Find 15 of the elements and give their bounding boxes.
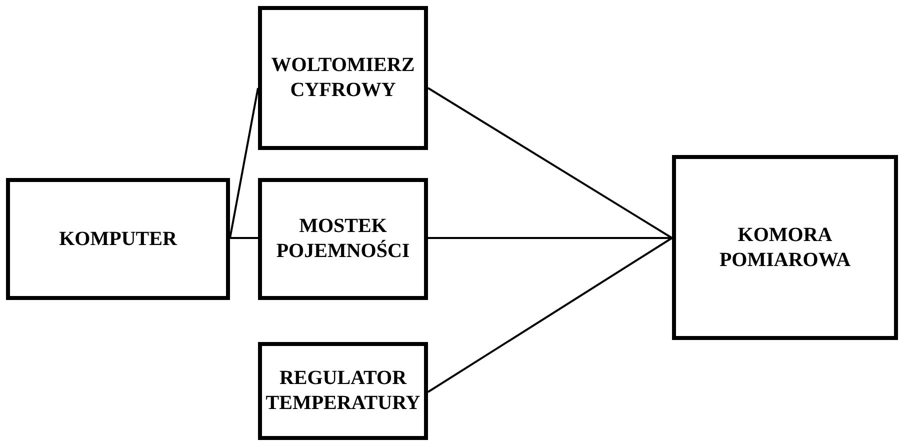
connector-line <box>427 87 673 239</box>
box-label: REGULATOR TEMPERATURY <box>264 366 422 416</box>
process-box <box>6 178 230 300</box>
process-box <box>258 342 428 440</box>
process-box <box>672 155 898 340</box>
process-box <box>258 178 428 300</box>
connector-line <box>428 237 672 239</box>
connector-line <box>229 88 259 238</box>
box-label: WOLTOMIERZ CYFROWY <box>270 53 416 103</box>
connector-line <box>427 237 673 393</box>
box-label: KOMORA POMIAROWA <box>718 222 852 272</box>
box-label: MOSTEK POJEMNOŚCI <box>275 214 411 264</box>
box-label: KOMPUTER <box>58 226 178 252</box>
process-box <box>258 6 428 150</box>
connector-line <box>230 237 258 239</box>
